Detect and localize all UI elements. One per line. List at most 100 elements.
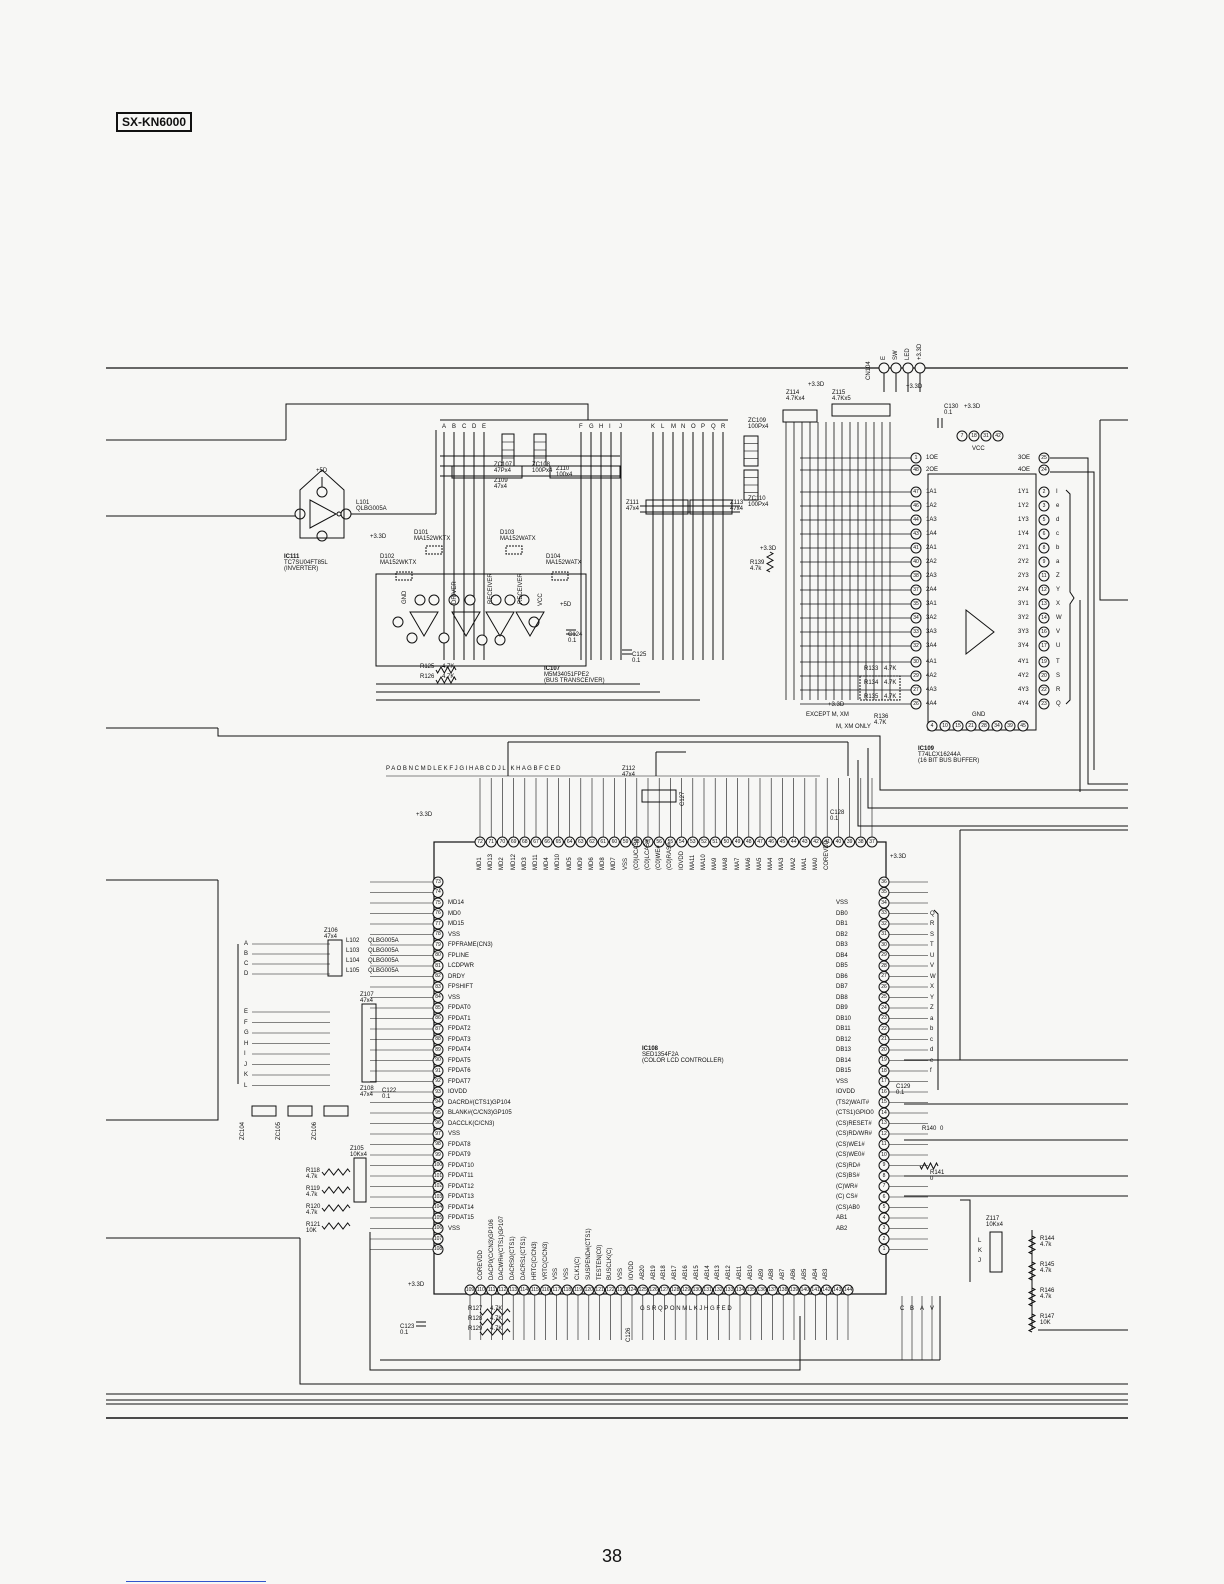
ic109-right-pin [1038,452,1050,464]
bus-line [299,1238,1128,1385]
ic108-pin-name: MD14 [448,900,465,906]
resistor-network [831,403,891,417]
ic108-pin-name: FPDAT12 [448,1183,474,1190]
pin-number: 95 [435,1109,441,1116]
ic109-pin-name: 1A4 [926,531,937,537]
resistor-network [645,499,689,515]
pin-number: 127 [660,1286,669,1293]
pin-number: 59 [622,838,629,845]
pin-number: 131 [703,1286,712,1293]
pin-number: 78 [435,931,441,937]
resistor-symbol [321,1204,351,1212]
bus-line [857,760,1128,827]
c130-ref: C130 [944,404,959,410]
pin-number: 106 [433,1225,443,1231]
ic109-pin-name: 3A1 [926,601,937,607]
r145-ref: R145 [1040,1262,1055,1268]
ic108-pin-name: AB11 [737,1265,743,1280]
pin-number: 44 [913,516,919,523]
receiver-label: RECEIVER [518,573,524,604]
z115-ref: Z115 [832,390,846,396]
ic108-pin-name: CLK1(C) [575,1256,581,1280]
r125-val: 4.7K [442,664,455,670]
pin-number: 44 [790,838,797,845]
pin-number: 98 [435,1141,441,1147]
ic108-pin-name: MD9 [577,857,584,870]
ic108-pin-name: MA8 [723,857,730,870]
ic109-pin-name: 3Y1 [1018,601,1029,607]
r126-val: 4.7K [442,674,455,680]
ic108-net-letter: U [930,952,935,959]
pin-number: 23 [881,1015,887,1021]
ic109-right-pin [1038,542,1050,554]
r129-val: 4.7K [490,1326,503,1332]
ic108-net-letter: Z [930,1005,934,1011]
ic108-pin-name: DB11 [836,1026,851,1032]
d102-ref: D102 [380,554,395,560]
ic108-pin-name: MD10 [555,853,562,870]
ic108-pin-name: VSS [448,1131,461,1137]
supply-label: +3.3D [828,702,845,708]
cn104-pin-label: +3.3D [917,343,923,360]
ic109-pin-name: 1A1 [926,489,937,495]
model-label: SX-KN6000 [116,112,193,132]
ic109-pin-name: 2Y1 [1018,545,1029,551]
zc110-val: 100Px4 [748,502,769,508]
r136-ref: R136 [874,714,889,720]
pin-number: 110 [476,1286,485,1293]
ic108-pin-name: VSS [618,1267,625,1280]
r146-ref: R146 [1040,1288,1055,1294]
ic109-right-pin [1038,626,1050,638]
r141-ref: R141 [930,1170,945,1176]
d104-ref: D104 [546,554,561,560]
ic108-pin-name: BUSCLK(C) [607,1247,614,1280]
top-net-letter: I [609,424,611,430]
pin-number: 46 [913,502,919,509]
pin-number: 38 [913,572,919,579]
ic108-net-letter: f [930,1068,932,1074]
ic109-gnd-pin [1017,720,1029,732]
ic108-pin-name: AB8 [769,1268,776,1280]
c128-val: 0.1 [830,816,839,822]
ic108-pin-name: (CS)AB0 [836,1204,860,1211]
z109-val: 47x4 [494,484,508,490]
pin-number: 136 [757,1286,766,1293]
ic108-pin-name: SUSPEND#(CTS1) [585,1228,592,1280]
c128-ref: C128 [830,810,845,816]
pin-number: 89 [435,1046,441,1053]
pin-number: 126 [649,1286,658,1293]
ic108-pin-name: BLANK#(C/CN3)GP105 [448,1110,512,1116]
pin-number: 45 [1020,722,1026,729]
ic108-pin-name: (C0)LCAS# [645,839,651,870]
pin-number: 54 [678,838,685,845]
pin-number: 1 [882,1246,886,1252]
pin-number: 84 [435,994,441,1000]
receiver-symbol [485,611,515,637]
ic108-pin-name: VSS [622,857,629,870]
ic109-net-letter: Q [1056,701,1061,707]
pin-number: 81 [435,962,441,969]
z117-ref: Z117 [986,1216,1000,1222]
bus-line [1099,420,1128,601]
r129-ref: R129 [468,1326,483,1332]
ic108-pin-name: IOVDD [629,1260,635,1280]
ic108-pin-name: DB8 [836,994,848,1001]
z106-val: 47x4 [324,934,338,940]
diode-package [505,545,523,555]
lcd-net-letter: K [244,1072,249,1078]
ic107-pin [392,616,404,628]
cn104-pin-label: E [881,355,887,360]
ic109-net-letter: d [1056,517,1060,523]
pin-number: 58 [634,838,640,845]
pin-number: 138 [779,1286,788,1293]
resistor-network [782,409,818,423]
pin-number: 57 [645,838,651,845]
zc106-ref: ZC106 [312,1121,318,1140]
pin-number: 118 [563,1286,572,1293]
ic109-net-letter: a [1056,559,1060,565]
ic109-right-pin [1038,464,1050,476]
zc109-ref: ZC109 [748,418,767,424]
option-box [859,675,901,701]
